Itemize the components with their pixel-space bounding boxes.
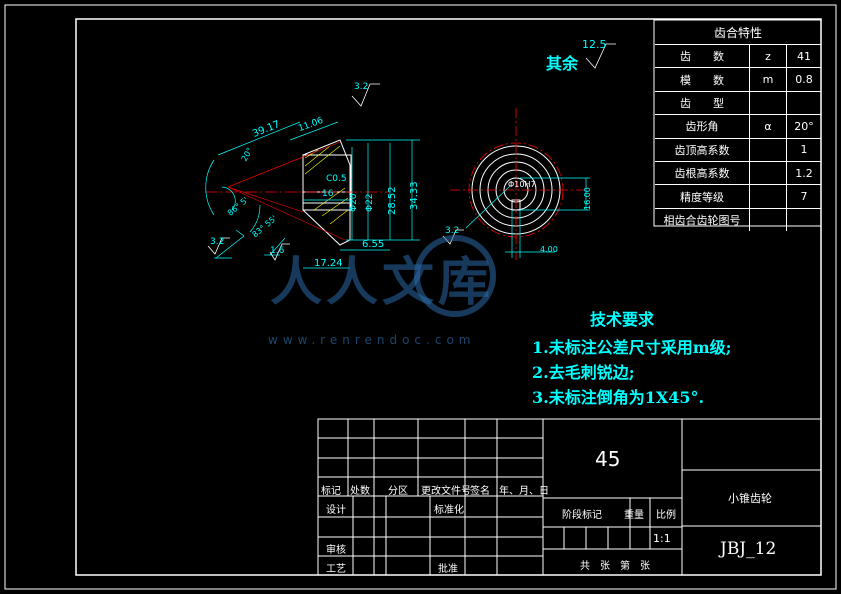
spec-row-value: 1.2: [795, 166, 813, 180]
spec-row-value: 1: [800, 143, 808, 157]
watermark-url: www.renrendoc.com: [268, 333, 476, 347]
spec-row-symbol: [750, 91, 787, 115]
spec-row-symbol: α: [750, 115, 787, 138]
gear-front-view: [450, 108, 590, 260]
outer-frame: [4, 4, 837, 590]
watermark-logo: [414, 235, 496, 317]
label-design: 设计: [326, 505, 346, 516]
spec-row-name: 齿 数: [655, 45, 750, 68]
roughness-other-label: 其余: [546, 54, 579, 73]
spec-row-value: 41: [797, 49, 811, 63]
dim-d3: C0.5: [326, 174, 347, 184]
spec-row: 精度等级 7: [655, 185, 821, 209]
dim-d6: Φ22: [365, 193, 375, 212]
label-date: 年、月、日: [499, 486, 549, 497]
dim-d13: Φ10H7: [508, 180, 536, 189]
part-name: 小锥齿轮: [728, 492, 772, 505]
spec-row-name: 齿形角: [655, 115, 750, 138]
scale-value: 1:1: [653, 532, 671, 545]
material: 45: [595, 447, 621, 471]
spec-row-value: 20°: [794, 119, 814, 133]
spec-row-name: 模 数: [655, 68, 750, 91]
roughness-callout-b: 3.2: [210, 237, 225, 247]
spec-row-name: 精度等级: [655, 185, 750, 208]
label-standard: 标准化: [434, 505, 464, 516]
label-review: 审核: [326, 545, 346, 556]
dimension-lines: [205, 121, 420, 269]
label-count: 处数: [350, 486, 370, 497]
tech-req-title: 技术要求: [590, 310, 655, 329]
spec-row-symbol: [750, 185, 787, 208]
dim-d11: 16.00: [583, 187, 592, 210]
spec-row-symbol: [750, 161, 787, 185]
spec-row-value: 7: [800, 190, 808, 204]
roughness-other-value: 12.5: [582, 38, 607, 51]
dim-d10: 17.24: [314, 258, 343, 269]
tech-req-item-3: 3.未标注倒角为1X45°.: [532, 388, 705, 407]
cone-construction-lines: [227, 141, 346, 241]
spec-table-title: 齿合特性: [655, 20, 821, 45]
spec-row-symbol: [750, 208, 787, 232]
dim-d9: 6.55: [362, 239, 385, 250]
dim-d5: Φ20: [349, 193, 359, 212]
spec-row: 齿根高系数 1.2: [655, 161, 821, 186]
spec-row-symbol: [750, 138, 787, 161]
tech-req-item-1: 1.未标注公差尺寸采用m级;: [532, 338, 732, 357]
label-approve: 批准: [438, 564, 458, 575]
title-block-grid: [317, 418, 822, 576]
spec-row: 齿 型: [655, 91, 821, 116]
spec-row: 相齿合齿轮图号: [655, 208, 821, 232]
spec-table-frame: [653, 19, 822, 227]
spec-row-value: 0.8: [795, 73, 813, 87]
watermark-text: 人人文库: [270, 252, 495, 313]
dim-d7: 28.52: [387, 186, 398, 215]
spec-row-symbol: m: [750, 68, 787, 91]
dim-d12: 4.00: [540, 245, 558, 254]
label-doc-no: 更改文件号: [421, 486, 471, 497]
spec-row-name: 齿顶高系数: [655, 138, 750, 161]
dim-d4: 16: [322, 189, 334, 199]
roughness-callout-c: 1.6: [270, 246, 285, 256]
label-mark: 标记: [321, 486, 341, 497]
label-stage-mark: 阶段标记: [562, 510, 602, 521]
tech-req-item-2: 2.去毛刺锐边;: [532, 363, 635, 382]
roughness-callout-a: 3.2: [354, 82, 369, 92]
drawing-number: JBJ_12: [720, 539, 777, 559]
label-ratio: 比例: [656, 510, 676, 521]
spec-row-name: 相齿合齿轮图号: [655, 208, 750, 232]
label-sheets: 共 张 第 张: [580, 561, 650, 572]
label-zone: 分区: [388, 486, 408, 497]
roughness-callout-d: 3.2: [445, 226, 460, 236]
spec-row: 齿顶高系数 1: [655, 138, 821, 162]
spec-row-name: 齿根高系数: [655, 161, 750, 185]
dim-d8: 34.33: [409, 181, 420, 210]
spec-row-name: 齿 型: [655, 91, 750, 115]
label-weight: 重量: [624, 510, 644, 521]
label-sign: 签名: [470, 486, 490, 497]
spec-row-symbol: z: [750, 45, 787, 68]
label-process: 工艺: [326, 564, 346, 575]
